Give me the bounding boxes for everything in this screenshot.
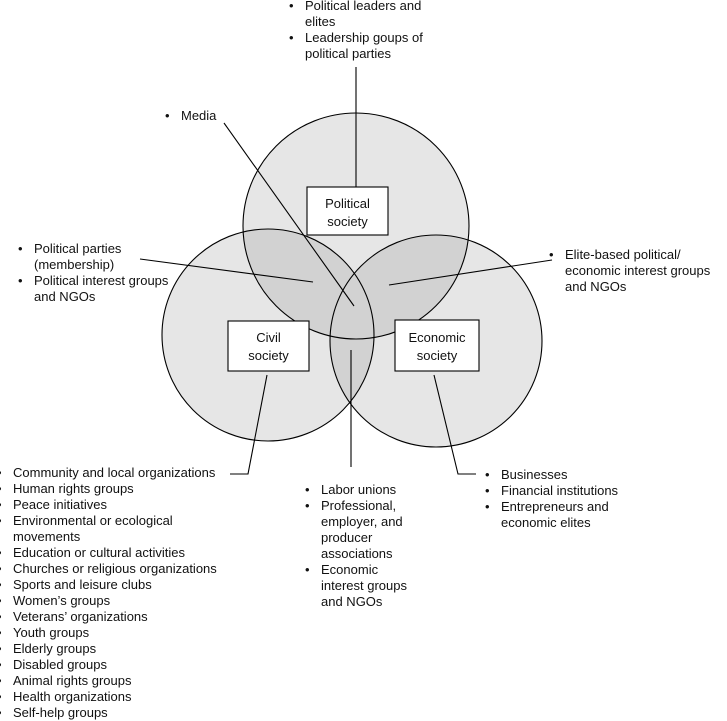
list-item: Churches or religious organizations	[0, 561, 237, 577]
list-item: Disabled groups	[0, 657, 237, 673]
list-item: Health organizations	[0, 689, 237, 705]
economic-society-box: Economic society	[394, 319, 480, 372]
right-connector	[388, 259, 553, 286]
list-item: Professional, employer, and producer ass…	[305, 498, 423, 562]
labor-professional-list: Labor unions Professional, employer, and…	[305, 482, 423, 610]
political-parties-list: Political parties (membership) Political…	[18, 241, 178, 305]
list-item: Businesses	[485, 467, 665, 483]
list-item: Political interest groups and NGOs	[18, 273, 178, 305]
list-item: Environmental or ecological movements	[0, 513, 237, 545]
elite-interest-groups-list: Elite-based political/ economic interest…	[549, 247, 721, 295]
political-elites-list: Political leaders and elites Leadership …	[289, 0, 449, 62]
economic-society-label-line1: Economic	[408, 330, 466, 345]
economic-connector	[433, 374, 476, 475]
political-economic-overlap	[330, 235, 469, 339]
list-item: Community and local organizations	[0, 465, 237, 481]
economic-society-list: Businesses Financial institutions Entrep…	[485, 467, 665, 531]
list-item: Political leaders and elites	[289, 0, 449, 30]
list-item: Education or cultural activities	[0, 545, 237, 561]
list-item: Elite-based political/ economic interest…	[549, 247, 721, 295]
list-item: Labor unions	[305, 482, 423, 498]
list-item: Leadership goups of political parties	[289, 30, 449, 62]
list-item: Media	[165, 108, 265, 124]
political-society-label-line1: Political	[325, 196, 370, 211]
civil-society-box: Civil society	[227, 320, 310, 372]
list-item: Youth groups	[0, 625, 237, 641]
economic-society-label-line2: society	[417, 348, 458, 363]
list-item: Political parties (membership)	[18, 241, 178, 273]
list-item: Entrepreneurs and economic elites	[485, 499, 665, 531]
list-item: Sports and leisure clubs	[0, 577, 237, 593]
media-list: Media	[165, 108, 265, 124]
political-society-label-line2: society	[327, 214, 368, 229]
civil-society-label-line2: society	[248, 348, 289, 363]
civil-society-label-line1: Civil	[256, 330, 281, 345]
list-item: Human rights groups	[0, 481, 237, 497]
list-item: Economic interest groups and NGOs	[305, 562, 423, 610]
list-item: Animal rights groups	[0, 673, 237, 689]
political-society-box: Political society	[306, 186, 389, 236]
list-item: Veterans’ organizations	[0, 609, 237, 625]
list-item: Women’s groups	[0, 593, 237, 609]
media-connector	[223, 122, 355, 307]
list-item: Peace initiatives	[0, 497, 237, 513]
list-item: Financial institutions	[485, 483, 665, 499]
list-item: Self-help groups	[0, 705, 237, 721]
list-item: Elderly groups	[0, 641, 237, 657]
civil-society-organizations-list: Community and local organizations Human …	[0, 465, 237, 721]
